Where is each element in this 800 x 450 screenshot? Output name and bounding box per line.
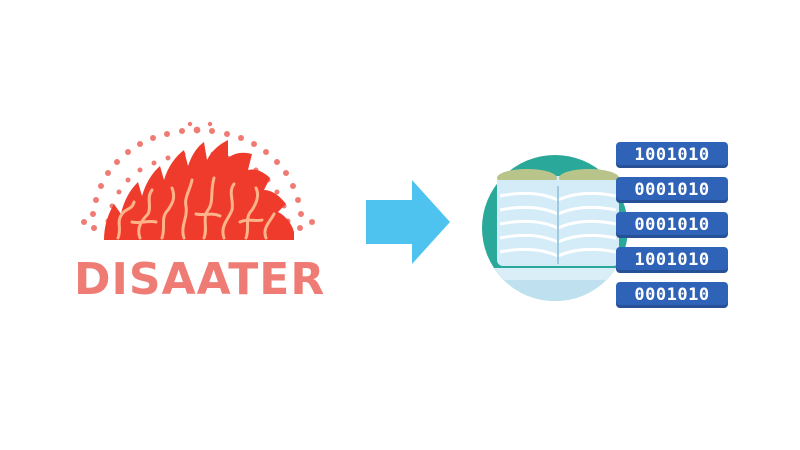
disaster-label: DISAATER <box>74 254 326 305</box>
flame-shape <box>104 140 294 240</box>
binary-row: 0001010 <box>616 177 728 203</box>
database-disks <box>497 169 619 266</box>
binary-stack: 1001010 0001010 0001010 1001010 0001010 <box>616 142 736 310</box>
binary-row: 0001010 <box>616 282 728 308</box>
flame-cracks <box>116 176 276 240</box>
binary-row: 1001010 <box>616 247 728 273</box>
binary-row: 1001010 <box>616 142 728 168</box>
binary-row: 0001010 <box>616 212 728 238</box>
